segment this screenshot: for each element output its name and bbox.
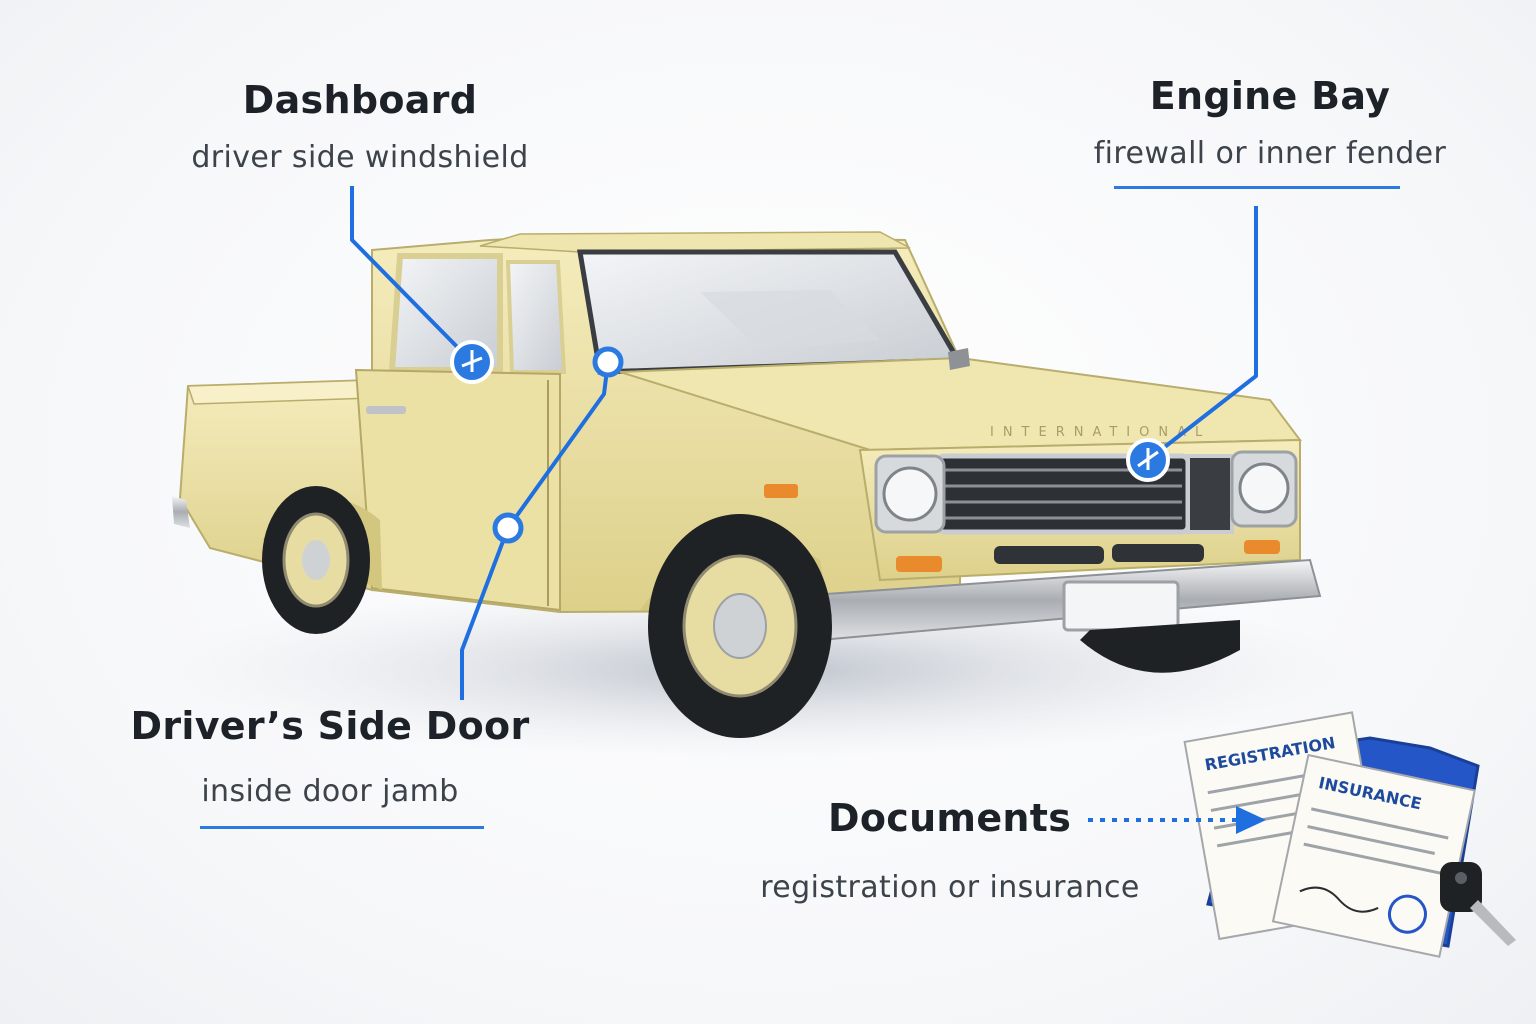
rear-wheel (262, 486, 370, 634)
vin-marker-icon (450, 340, 494, 384)
dashboard-title: Dashboard (242, 78, 478, 122)
dashboard-callout: Dashboard driver side windshield (160, 78, 560, 175)
dashboard-subtitle: driver side windshield (191, 140, 529, 175)
documents-illustration: REGISTRATION INSURANCE (1183, 711, 1516, 958)
keys-icon (1440, 862, 1516, 946)
hood (619, 356, 1302, 452)
engine-bay-subtitle: firewall or inner fender (1093, 136, 1447, 171)
documents-title: Documents (828, 796, 1072, 840)
documents-subtitle: registration or insurance (760, 870, 1140, 905)
engine-bay-title: Engine Bay (1149, 74, 1391, 118)
documents-callout: Documents registration or insurance (740, 796, 1160, 905)
insurance-document: INSURANCE (1271, 753, 1476, 958)
documents-arrow-icon (1236, 806, 1266, 834)
drivers-door-underline (200, 826, 484, 829)
license-plate (1062, 580, 1180, 632)
grille (935, 453, 1234, 535)
front-wheel (648, 514, 832, 738)
windshield-marker-icon (592, 346, 624, 378)
door-jamb-marker-icon (492, 512, 524, 544)
drivers-door-subtitle: inside door jamb (201, 774, 459, 809)
door-leader (460, 527, 510, 700)
hood-badge: INTERNATIONAL (990, 425, 1211, 440)
engine-marker-icon (1126, 438, 1170, 482)
drivers-door-title: Driver’s Side Door (130, 704, 530, 748)
engine-bay-callout: Engine Bay firewall or inner fender (1070, 74, 1470, 171)
drivers-door-callout: Driver’s Side Door inside door jamb (120, 704, 540, 809)
dashboard-leader (350, 186, 472, 362)
engine-leader (1146, 206, 1258, 462)
engine-bay-underline (1114, 186, 1400, 189)
front-right-wheel (1080, 620, 1240, 673)
headlight-left (874, 454, 946, 534)
headlight-right (1230, 450, 1298, 528)
